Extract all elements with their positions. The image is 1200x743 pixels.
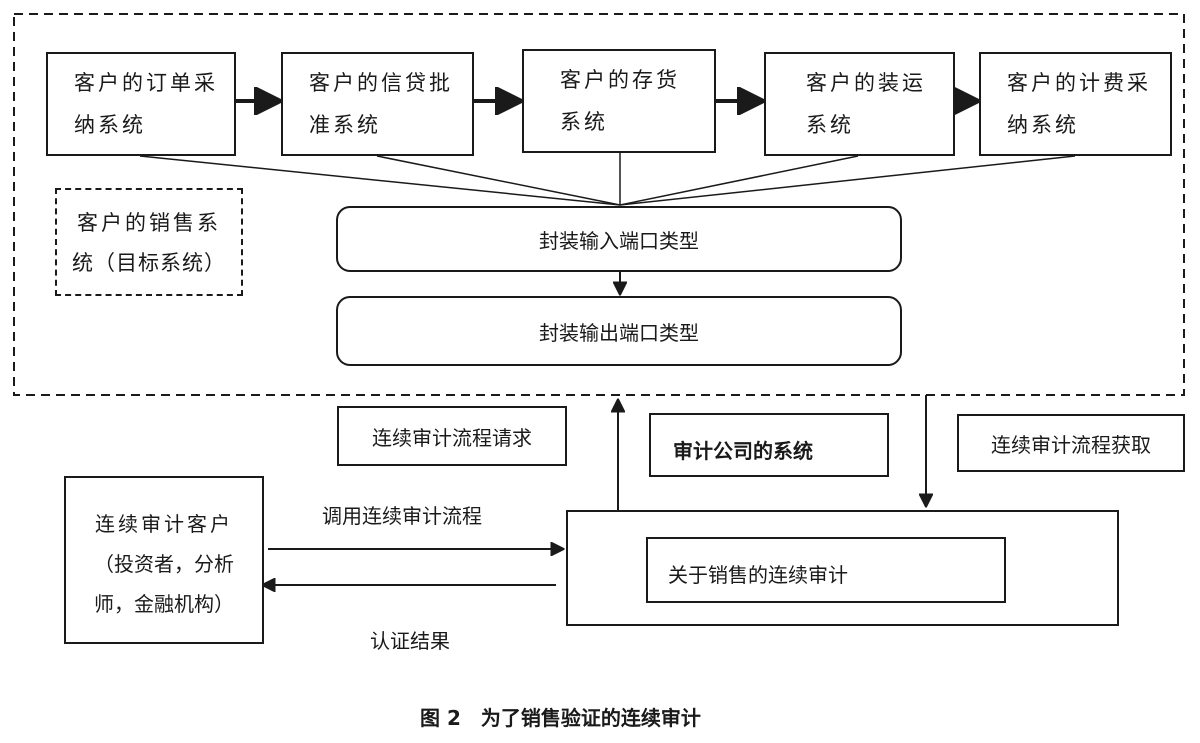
client-line2: （投资者，分析 (94, 552, 234, 576)
encap-output-label: 封装输出端口类型 (539, 320, 699, 345)
target-system-line2: 统（目标系统） (72, 251, 226, 275)
source-system-billing: 客户的计费采 纳系统 (979, 52, 1172, 156)
source-system-inventory-line2: 系统 (560, 110, 608, 134)
source-system-credit-line1: 客户的信贷批 (309, 71, 453, 95)
source-system-inventory: 客户的存货 系统 (522, 49, 716, 153)
invoke-label: 调用连续审计流程 (322, 504, 482, 528)
sales-audit-label: 关于销售的连续审计 (668, 563, 848, 587)
result-label: 认证结果 (370, 629, 450, 653)
line-credit-to-input (376, 155, 621, 206)
customer-environment-boundary (13, 13, 1185, 396)
source-system-order-line2: 纳系统 (74, 113, 146, 137)
figure-caption: 图 2 为了销售验证的连续审计 (420, 706, 701, 730)
target-system-line1: 客户的销售系 (77, 211, 221, 235)
source-system-order-line1: 客户的订单采 (74, 71, 218, 95)
client-box: 连续审计客户 （投资者，分析 师，金融机构） (64, 476, 264, 644)
audit-firm-system-box: 审计公司的系统 (649, 413, 889, 477)
source-system-shipping-line2: 系统 (806, 113, 854, 137)
request-label: 连续审计流程请求 (372, 425, 532, 450)
source-system-credit-line2: 准系统 (309, 113, 381, 137)
fetch-label: 连续审计流程获取 (991, 432, 1151, 457)
target-system-box: 客户的销售系 统（目标系统） (55, 188, 243, 296)
encap-output-box: 封装输出端口类型 (336, 296, 902, 366)
audit-firm-system-label: 审计公司的系统 (673, 439, 813, 463)
source-system-credit: 客户的信贷批 准系统 (281, 52, 474, 156)
line-shipping-to-input (619, 155, 859, 206)
client-line3: 师，金融机构） (94, 592, 234, 616)
line-billing-to-input (619, 155, 1076, 206)
source-system-inventory-line1: 客户的存货 (560, 68, 680, 92)
source-system-billing-line2: 纳系统 (1007, 113, 1079, 137)
source-system-shipping-line1: 客户的装运 (806, 71, 926, 95)
source-system-billing-line1: 客户的计费采 (1007, 71, 1151, 95)
audit-system-box: 关于销售的连续审计 (566, 510, 1119, 626)
sales-audit-box: 关于销售的连续审计 (646, 537, 1006, 603)
client-line1: 连续审计客户 (95, 512, 233, 536)
line-order-to-input (139, 155, 621, 206)
source-system-order: 客户的订单采 纳系统 (46, 52, 236, 156)
encap-input-box: 封装输入端口类型 (336, 206, 902, 272)
request-label-box: 连续审计流程请求 (337, 406, 567, 466)
encap-input-label: 封装输入端口类型 (539, 228, 699, 253)
fetch-label-box: 连续审计流程获取 (957, 414, 1185, 472)
source-system-shipping: 客户的装运 系统 (764, 52, 955, 156)
